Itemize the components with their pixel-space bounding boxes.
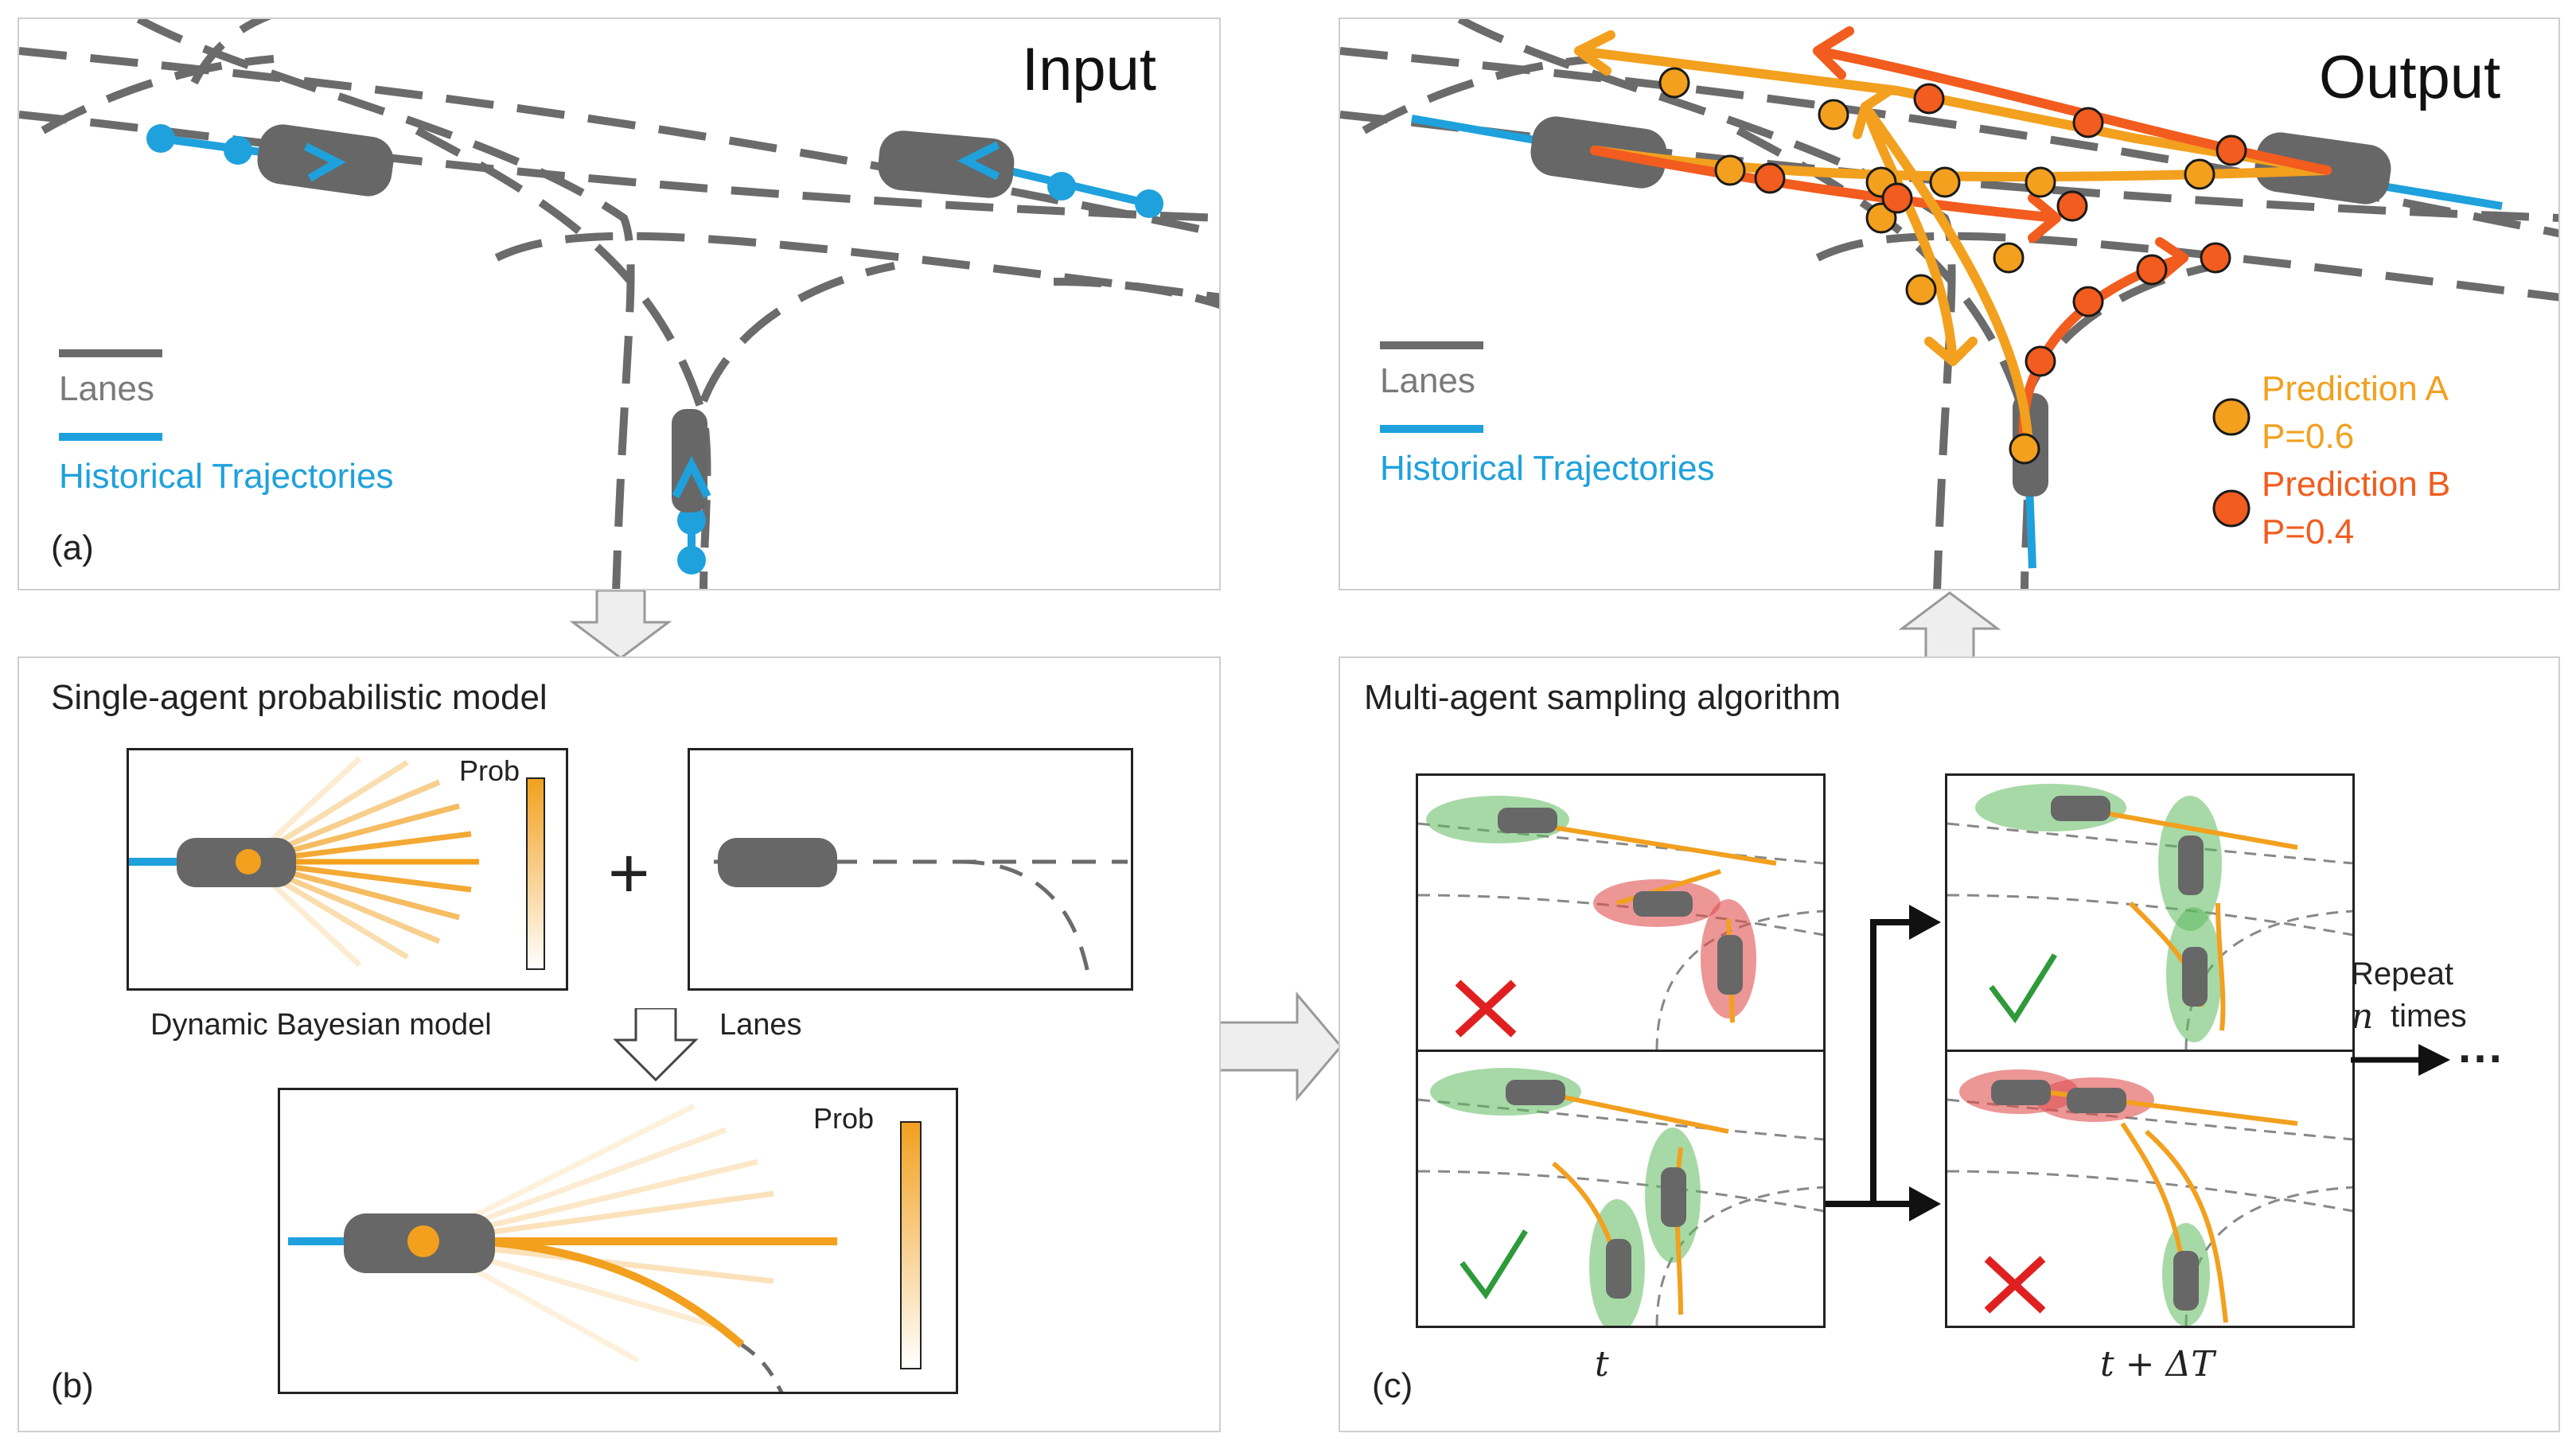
- plus-sign: +: [608, 834, 650, 913]
- arrow-down-icon: [569, 590, 672, 660]
- prob-colorbar: [526, 777, 545, 970]
- fused-scene: [288, 1103, 922, 1392]
- prediction-points: [1658, 67, 2247, 465]
- dbm-caption: Dynamic Bayesian model: [150, 1008, 492, 1042]
- car-icon: [2067, 1088, 2126, 1113]
- t-dt-label: t + ΔT: [2100, 1344, 2215, 1385]
- arrow-down-icon: [613, 1008, 699, 1082]
- sample-scene: [1947, 1069, 2352, 1326]
- lanes-legend-label: Lanes: [1380, 361, 1475, 400]
- arrow-up-icon: [1898, 591, 2001, 662]
- arrow-right-icon: [1218, 991, 1343, 1102]
- sample-frame-t-bottom: [1416, 1050, 1826, 1328]
- sample-scene: [1947, 784, 2352, 1050]
- history-legend-swatch: [59, 433, 162, 441]
- output-title: Output: [2319, 44, 2501, 111]
- cross-icon: [1984, 1256, 2046, 1314]
- panel-tag-c: (c): [1372, 1366, 1413, 1405]
- car-icon: [1661, 1167, 1686, 1227]
- sample-frame-dt-bottom: [1945, 1050, 2355, 1328]
- panel-tag-b: (b): [51, 1366, 94, 1405]
- prediction-paths: [1574, 26, 2332, 454]
- branch-arrows: [1826, 905, 1941, 1221]
- lanes-box: [688, 748, 1133, 991]
- fused-box: Prob: [278, 1088, 958, 1394]
- prediction-a-label: Prediction A: [2262, 369, 2449, 408]
- car-icon: [1498, 808, 1557, 833]
- history-legend-label: Historical Trajectories: [1380, 449, 1715, 488]
- t-label: t: [1595, 1344, 1609, 1385]
- sample-frame-t-top: [1416, 773, 1826, 1052]
- fused-agent-point: [407, 1225, 439, 1257]
- sample-scene: [1418, 796, 1823, 1050]
- cross-icon: [1455, 980, 1517, 1038]
- lanes-legend-swatch: [59, 349, 162, 357]
- check-icon: [1459, 1229, 1528, 1300]
- history-legend-swatch: [1380, 425, 1483, 433]
- car-icon: [1633, 891, 1693, 917]
- prob-label: Prob: [459, 754, 520, 787]
- output-scene: [1340, 19, 2558, 589]
- prob-label: Prob: [813, 1102, 875, 1135]
- prediction-b-prob: P=0.4: [2262, 512, 2355, 551]
- car-icon: [2178, 836, 2204, 895]
- car-icon: [718, 838, 837, 887]
- car-icon: [1991, 1080, 2051, 1105]
- history-a: [146, 124, 1163, 575]
- car-icon: [1506, 1080, 1565, 1105]
- lanes-a: [19, 19, 1219, 589]
- prob-colorbar: [900, 1121, 922, 1369]
- output-panel: Output Lanes Historical Trajectories Pre…: [1339, 18, 2560, 590]
- lanes-legend-swatch: [1380, 341, 1483, 349]
- car-icon: [1606, 1239, 1631, 1299]
- repeat-times: times: [2391, 999, 2467, 1034]
- dbm-scene: [129, 756, 545, 970]
- single-agent-panel: Single-agent probabilistic model: [18, 656, 1221, 1432]
- dbm-box: Prob: [127, 748, 568, 991]
- lanes-caption: Lanes: [719, 1008, 802, 1042]
- prediction-a-prob: P=0.6: [2262, 417, 2355, 456]
- arrow-right-icon: [2351, 1044, 2450, 1076]
- prediction-legend-markers: [2212, 398, 2251, 528]
- sample-frame-dt-top: [1945, 773, 2355, 1052]
- input-title: Input: [1022, 36, 1157, 103]
- lanes-scene: [714, 838, 1128, 974]
- multi-agent-title: Multi-agent sampling algorithm: [1364, 678, 1841, 717]
- car-icon: [2173, 1251, 2199, 1311]
- lanes-legend-label: Lanes: [59, 369, 154, 408]
- multi-agent-panel: Multi-agent sampling algorithm: [1339, 656, 2560, 1432]
- repeat-label: Repeat: [2351, 956, 2453, 991]
- input-scene: [19, 19, 1219, 589]
- car-icon: [2051, 796, 2110, 821]
- history-legend-label: Historical Trajectories: [59, 457, 394, 496]
- continuation-dots: ···: [2458, 1033, 2504, 1085]
- prediction-b-label: Prediction B: [2262, 465, 2451, 504]
- check-icon: [1989, 953, 2057, 1024]
- input-panel: Input Lanes Historical Trajectories (a): [18, 18, 1221, 590]
- panel-tag-a: (a): [51, 528, 94, 567]
- car-icon: [2182, 947, 2208, 1007]
- repeat-n: n: [2351, 996, 2374, 1037]
- car-icon: [1717, 935, 1743, 995]
- dbm-agent-point: [236, 849, 261, 874]
- sample-scene: [1418, 1068, 1823, 1326]
- history-arrowheads: [303, 141, 1000, 499]
- single-agent-title: Single-agent probabilistic model: [51, 678, 548, 717]
